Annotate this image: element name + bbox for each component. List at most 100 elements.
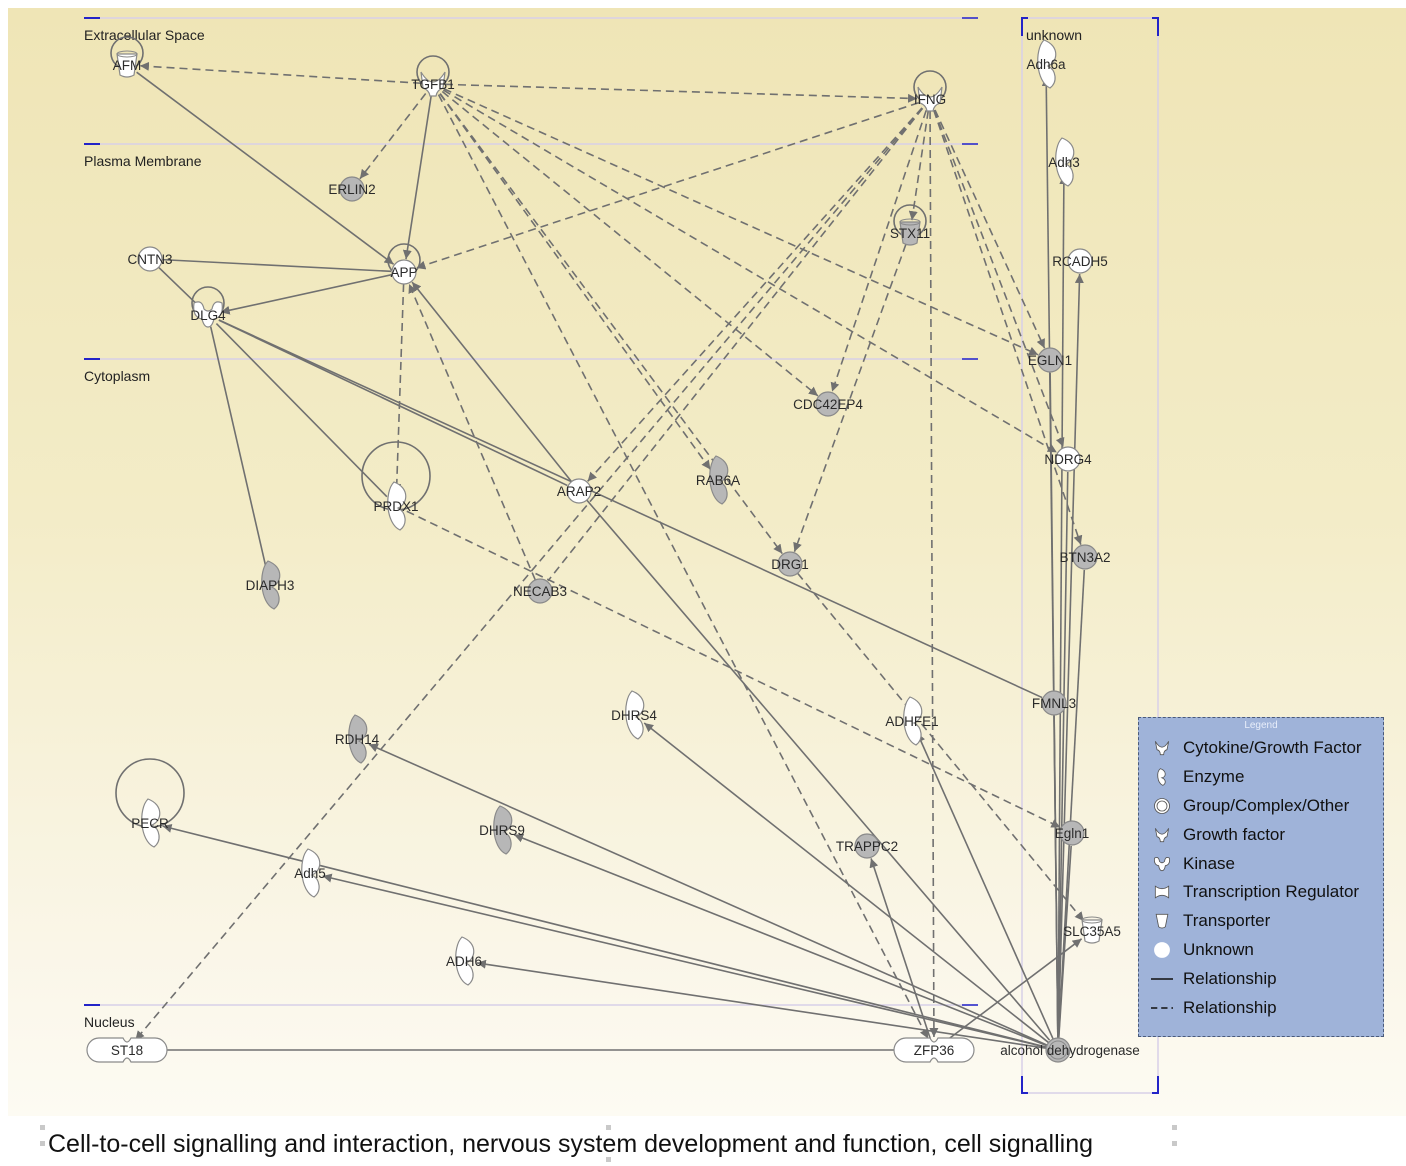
- edge-NECAB3-APP: [408, 283, 537, 581]
- node-STX11[interactable]: STX11: [890, 218, 930, 246]
- node-AFM[interactable]: AFM: [113, 50, 142, 78]
- edge-TGFB1-ERLIN2: [359, 93, 427, 180]
- edge-AFM-APP: [136, 71, 395, 265]
- edge-ZFP36-TRAPPC2: [869, 858, 932, 1039]
- edge-TGFB1-IFNG: [444, 83, 918, 103]
- node-ARAP2[interactable]: ARAP2: [557, 478, 601, 504]
- node-label: ZFP36: [914, 1043, 955, 1058]
- node-NECAB3[interactable]: NECAB3: [513, 578, 567, 604]
- self-loops: [110, 36, 947, 828]
- resize-handle[interactable]: [40, 1125, 45, 1130]
- edge-ADH-NDRG4: [1057, 471, 1069, 1039]
- node-DLG4[interactable]: DLG4: [190, 301, 226, 328]
- node-label: DLG4: [190, 308, 226, 323]
- node-ST18[interactable]: ST18: [86, 1037, 168, 1063]
- node-label: NDRG4: [1044, 452, 1092, 467]
- node-CNTN3[interactable]: CNTN3: [127, 246, 173, 272]
- edge-IFNG-NECAB3: [547, 107, 924, 582]
- edge-PRDX1-Egln1: [406, 510, 1061, 829]
- node-DRG1[interactable]: DRG1: [771, 551, 809, 577]
- node-SLC35A5[interactable]: SLC35A5: [1063, 916, 1121, 944]
- node-label: AFM: [113, 58, 142, 73]
- legend-item-enzyme: Enzyme: [1139, 763, 1383, 792]
- node-ERLIN2[interactable]: ERLIN2: [328, 176, 376, 202]
- node-label: DHRS9: [479, 823, 525, 838]
- node-label: DRG1: [771, 557, 809, 572]
- edge-ADH-Adh3: [1057, 174, 1069, 1039]
- kinase-icon: [1151, 853, 1173, 875]
- edge-IFNG-CDC42EP4: [830, 110, 927, 392]
- node-Adh5[interactable]: Adh5: [294, 848, 326, 898]
- node-RDH14[interactable]: RDH14: [335, 714, 380, 764]
- legend-item-transporter: Transporter: [1139, 907, 1383, 936]
- node-label: alcohol dehydrogenase: [1000, 1043, 1140, 1058]
- node-label: EGLN1: [1028, 353, 1072, 368]
- node-CDC42EP4[interactable]: CDC42EP4: [793, 391, 863, 417]
- edge-DLG4-FMNL3: [218, 319, 1043, 699]
- node-BTN3A2[interactable]: BTN3A2: [1059, 544, 1111, 570]
- edge-ADH-BTN3A2: [1057, 569, 1086, 1039]
- resize-handle[interactable]: [1172, 1141, 1177, 1146]
- node-label: RDH14: [335, 732, 380, 747]
- node-label: CNTN3: [127, 252, 172, 267]
- node-label: Adh5: [294, 866, 326, 881]
- compartment-marker: [1021, 1076, 1028, 1094]
- node-Egln1[interactable]: Egln1: [1055, 820, 1090, 846]
- legend-item-kinase: Kinase: [1139, 849, 1383, 878]
- edge-ADH-Egln1: [1057, 845, 1072, 1039]
- node-label: CDC42EP4: [793, 397, 863, 412]
- legend-item-label: Kinase: [1183, 853, 1235, 873]
- node-RAB6A[interactable]: RAB6A: [696, 455, 740, 505]
- node-APP[interactable]: APP: [390, 259, 418, 285]
- resize-handle[interactable]: [40, 1141, 45, 1146]
- resize-handle[interactable]: [1172, 1125, 1177, 1130]
- node-label: TRAPPC2: [836, 839, 898, 854]
- node-Adh3[interactable]: Adh3: [1048, 137, 1080, 187]
- legend-item-dashed-line: Relationship: [1139, 993, 1383, 1022]
- unknown-icon: [1151, 939, 1173, 961]
- edge-IFNG-STX11: [908, 110, 930, 221]
- node-PRDX1[interactable]: PRDX1: [373, 481, 419, 531]
- node-label: STX11: [890, 226, 930, 241]
- node-RCADH5[interactable]: RCADH5: [1052, 248, 1108, 274]
- node-ADH[interactable]: alcohol dehydrogenase: [1000, 1037, 1140, 1063]
- node-IFNG[interactable]: IFNG: [914, 86, 946, 112]
- compartment-label-plasma: Plasma Membrane: [84, 153, 202, 169]
- resize-handle[interactable]: [606, 1125, 611, 1130]
- node-DIAPH3[interactable]: DIAPH3: [246, 560, 295, 610]
- edge-STX11-DRG1: [793, 244, 907, 553]
- node-TRAPPC2[interactable]: TRAPPC2: [836, 833, 898, 859]
- node-label: RAB6A: [696, 473, 740, 488]
- figure-caption: Cell-to-cell signalling and interaction,…: [48, 1130, 1094, 1158]
- node-ADH6[interactable]: ADH6: [446, 936, 482, 986]
- legend-item-growth-factor: Growth factor: [1139, 820, 1383, 849]
- legend-item-label: Cytokine/Growth Factor: [1183, 738, 1362, 758]
- node-TGFB1[interactable]: TGFB1: [411, 71, 455, 97]
- resize-handle[interactable]: [606, 1157, 611, 1162]
- node-NDRG4[interactable]: NDRG4: [1044, 446, 1092, 472]
- edge-ADH-ADHFE1: [916, 732, 1054, 1040]
- enzyme-icon: [1151, 766, 1173, 788]
- node-EGLN1[interactable]: EGLN1: [1028, 347, 1072, 373]
- node-ZFP36[interactable]: ZFP36: [893, 1037, 975, 1063]
- transcription-icon: [1151, 881, 1173, 903]
- node-PECR[interactable]: PECR: [131, 798, 169, 848]
- node-label: Adh6a: [1026, 57, 1066, 72]
- edge-TGFB1-CDC42EP4: [441, 90, 819, 397]
- node-DHRS9[interactable]: DHRS9: [479, 805, 525, 855]
- node-label: PECR: [131, 816, 169, 831]
- node-ADHFE1[interactable]: ADHFE1: [885, 696, 939, 746]
- node-Adh6a[interactable]: Adh6a: [1026, 39, 1066, 89]
- node-FMNL3[interactable]: FMNL3: [1032, 690, 1076, 716]
- edge-TGFB1-AFM: [139, 61, 422, 85]
- node-DHRS4[interactable]: DHRS4: [611, 690, 657, 740]
- growth-factor-icon: [1151, 824, 1173, 846]
- edge-ADH-DHRS4: [643, 722, 1050, 1044]
- compartment-label-extracellular: Extracellular Space: [84, 27, 205, 43]
- edge-TGFB1-NDRG4: [442, 89, 1058, 454]
- legend-item-solid-line: Relationship: [1139, 964, 1383, 993]
- node-label: PRDX1: [373, 499, 418, 514]
- edge-IFNG-ARAP2: [587, 107, 923, 482]
- node-label: ERLIN2: [328, 182, 375, 197]
